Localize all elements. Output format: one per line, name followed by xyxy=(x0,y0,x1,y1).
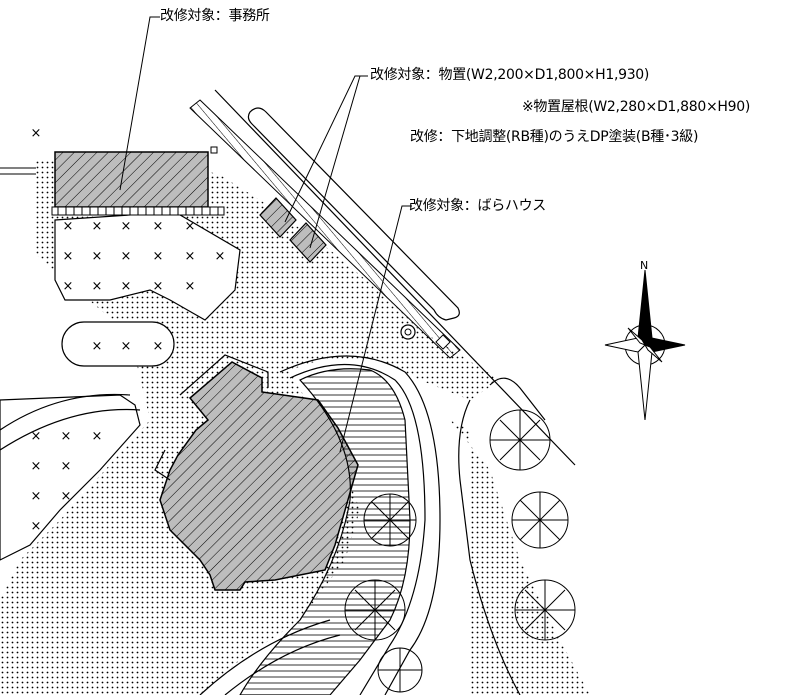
svg-text:×: × xyxy=(121,219,132,234)
path-curve-west xyxy=(0,393,131,431)
storage-shed-2 xyxy=(289,222,327,263)
office-entrance-lines xyxy=(0,167,36,175)
office-building xyxy=(54,151,209,208)
svg-text:×: × xyxy=(153,249,164,264)
office-post xyxy=(210,146,218,154)
svg-text:×: × xyxy=(121,279,132,294)
svg-text:×: × xyxy=(61,459,72,474)
svg-text:×: × xyxy=(153,279,164,294)
path-curve-west-2 xyxy=(0,408,141,451)
manhole xyxy=(400,324,416,340)
deck-ticks xyxy=(57,207,219,215)
lawn-x-marks: × × × × × × × × × × × × × × × × × × × × × × × × × × × × xyxy=(31,126,226,534)
svg-text:×: × xyxy=(31,459,42,474)
svg-text:×: × xyxy=(121,339,132,354)
lawn-west-large xyxy=(54,211,241,321)
rose-house-target-label: 改修対象：ばらハウス xyxy=(409,198,546,214)
svg-text:×: × xyxy=(153,219,164,234)
svg-text:×: × xyxy=(63,279,74,294)
svg-text:×: × xyxy=(31,126,42,141)
utility-box xyxy=(435,334,451,350)
rose-house-outline xyxy=(154,354,269,481)
lawn-oval xyxy=(61,321,175,367)
svg-text:×: × xyxy=(31,489,42,504)
svg-text:×: × xyxy=(31,429,42,444)
svg-text:×: × xyxy=(185,279,196,294)
svg-text:×: × xyxy=(92,249,103,264)
svg-text:×: × xyxy=(121,249,132,264)
svg-text:×: × xyxy=(63,219,74,234)
road-curb-hatched xyxy=(189,99,461,359)
tree-symbol-icon xyxy=(344,409,576,693)
east-road-curb-2 xyxy=(489,377,546,421)
svg-text:×: × xyxy=(61,489,72,504)
storage-target-label: 改修対象：物置(W2,200×D1,800×H1,930) xyxy=(370,67,650,83)
svg-text:×: × xyxy=(92,429,103,444)
office-target-label: 改修対象：事務所 xyxy=(160,8,270,24)
svg-text:×: × xyxy=(92,279,103,294)
svg-text:×: × xyxy=(92,339,103,354)
svg-text:×: × xyxy=(31,519,42,534)
storage-roof-label: ※物置屋根(W2,280×D1,880×H90) xyxy=(522,99,751,115)
north-label: N xyxy=(640,259,648,272)
svg-text:×: × xyxy=(153,339,164,354)
lawn-southwest xyxy=(0,394,141,561)
svg-text:×: × xyxy=(92,219,103,234)
compass-rose-icon xyxy=(604,269,686,421)
storage-shed-1 xyxy=(259,197,297,238)
svg-text:×: × xyxy=(185,219,196,234)
leader-lines xyxy=(119,16,412,453)
road-edge-outer xyxy=(214,89,576,466)
svg-text:×: × xyxy=(61,429,72,444)
manhole-inner xyxy=(404,328,412,336)
garden-path-outer xyxy=(279,355,441,695)
svg-text:×: × xyxy=(215,249,226,264)
parking-island xyxy=(247,107,460,321)
svg-text:×: × xyxy=(63,249,74,264)
garden-path-inner xyxy=(289,363,426,695)
driveway-curve xyxy=(199,619,341,695)
repair-spec-label: 改修：下地調整(RB種)のうえDP塗装(B種･3級) xyxy=(410,129,699,145)
svg-text:×: × xyxy=(185,249,196,264)
rose-house-building xyxy=(159,361,359,591)
gravel-pavement-east xyxy=(450,420,590,695)
east-road-curb xyxy=(458,399,521,695)
